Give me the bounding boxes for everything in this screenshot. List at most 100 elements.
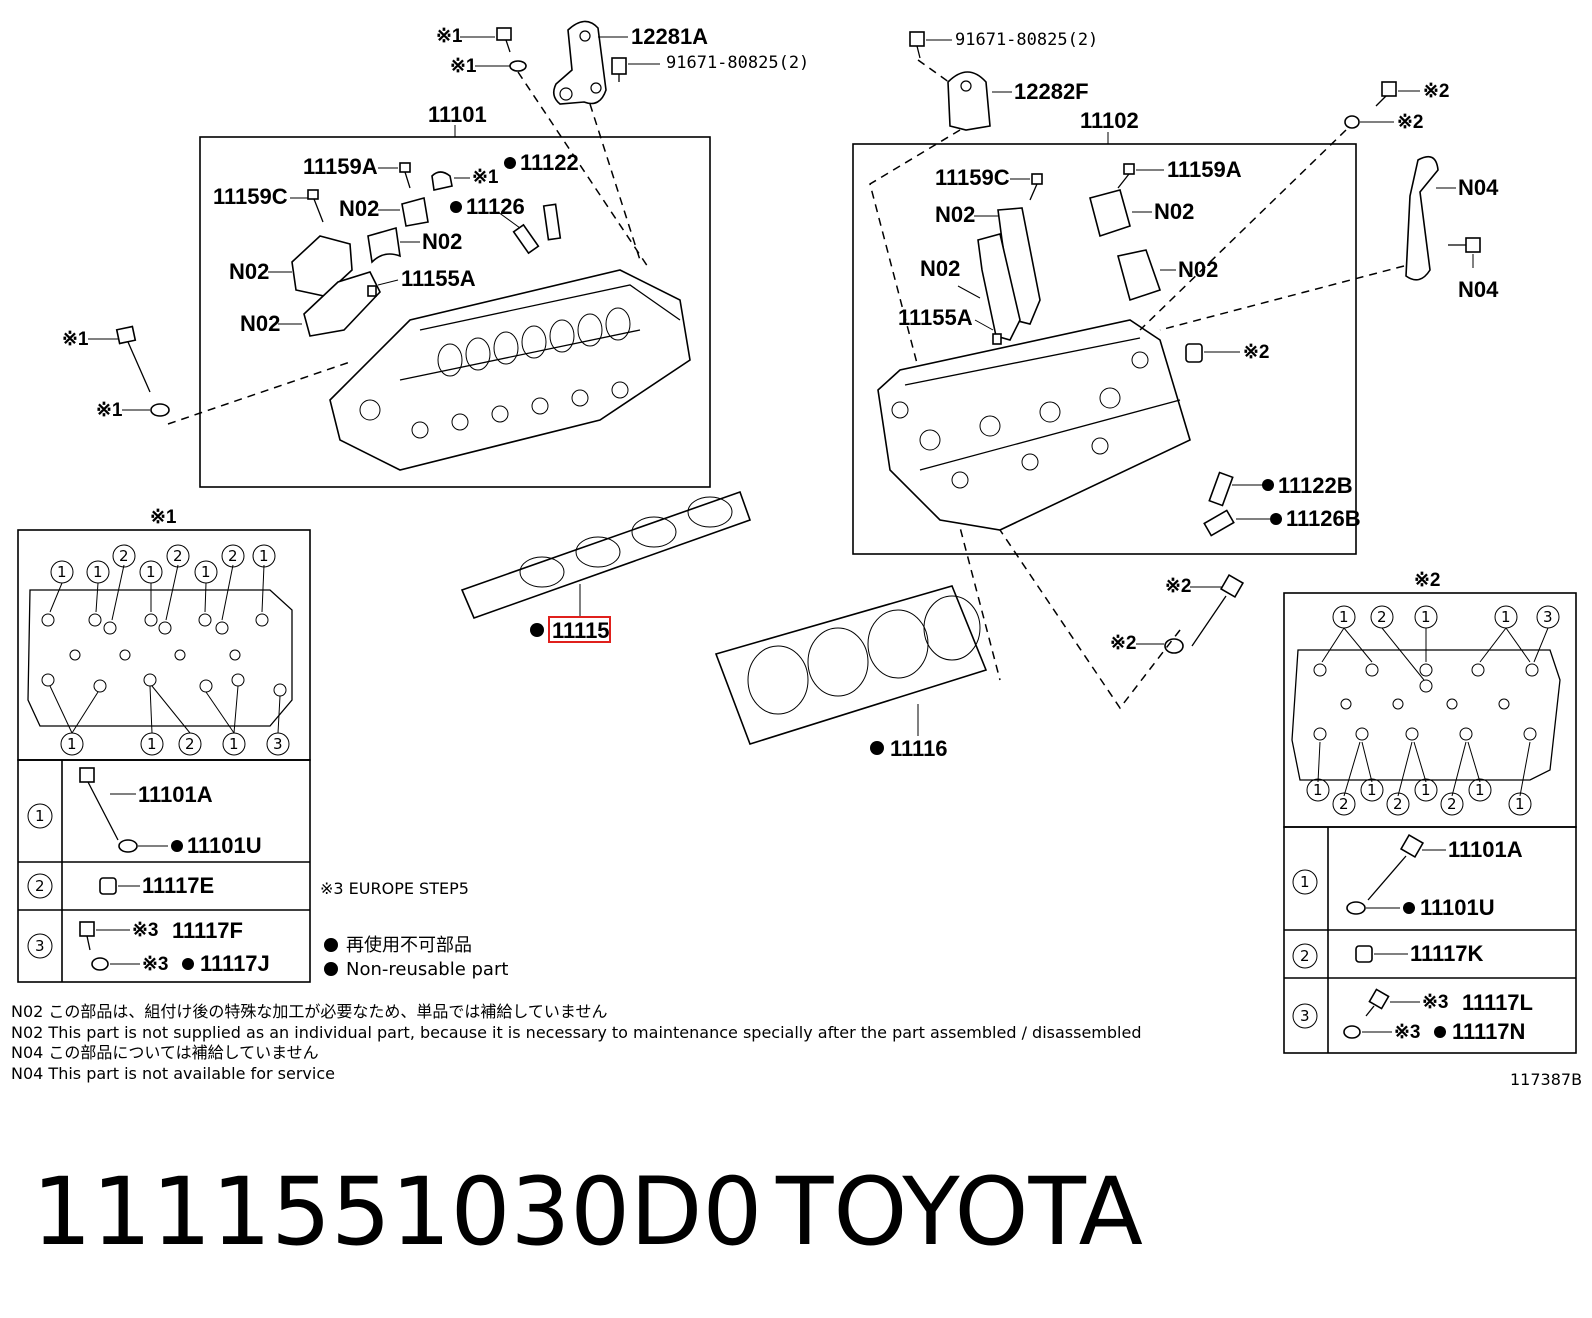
- label-11122[interactable]: 11122: [520, 150, 579, 175]
- label-12281a[interactable]: 12281A: [631, 24, 708, 49]
- footer-part-number: 1111551030D0: [32, 1158, 762, 1267]
- panel-2-label-11117n[interactable]: 11117N: [1452, 1019, 1525, 1044]
- footer-brand: TOYOTA: [775, 1158, 1143, 1267]
- head-washer-icon: [150, 403, 170, 417]
- label-n02-left-b[interactable]: N02: [422, 229, 462, 254]
- label-n02-left-c[interactable]: N02: [229, 259, 269, 284]
- bolt-11159a-right-icon: [1117, 163, 1135, 189]
- note-n02-ja: N02 この部品は、組付け後の特殊な加工が必要なため、単品では補給していません: [11, 1002, 607, 1021]
- ref-2-headbolt: ※2: [1165, 576, 1192, 597]
- svg-text:2: 2: [228, 547, 238, 565]
- head-gasket-11115: [460, 490, 752, 620]
- svg-text:1: 1: [147, 735, 157, 753]
- ref-1-bolt: ※1: [436, 26, 463, 47]
- label-11155a-left[interactable]: 11155A: [401, 266, 476, 291]
- camshaft-plug-icon: [512, 203, 562, 255]
- ref-1-headbolt: ※1: [62, 329, 89, 350]
- label-n02-left-a[interactable]: N02: [339, 196, 379, 221]
- left-cylinder-head: [329, 269, 691, 471]
- label-n02-right-a[interactable]: N02: [935, 202, 975, 227]
- label-11159a-left[interactable]: 11159A: [303, 154, 378, 179]
- panel-2-bolt-icon: [1346, 833, 1425, 915]
- label-11159c-right[interactable]: 11159C: [935, 165, 1010, 190]
- right-cylinder-head: [877, 319, 1191, 531]
- panel-1-label-11117e[interactable]: 11117E: [142, 873, 214, 898]
- label-11101[interactable]: 11101: [428, 102, 487, 127]
- label-11102[interactable]: 11102: [1080, 108, 1139, 133]
- svg-text:1: 1: [229, 735, 239, 753]
- label-11116[interactable]: 11116: [890, 736, 948, 761]
- legend-en: Non-reusable part: [346, 959, 508, 980]
- label-11126b[interactable]: 11126B: [1286, 506, 1361, 531]
- ref-2-plug: ※2: [1243, 342, 1270, 363]
- label-n02-left-d[interactable]: N02: [240, 311, 280, 336]
- panel-1-plug-icon: [99, 877, 117, 895]
- panel-2-label-11101a[interactable]: 11101A: [1448, 837, 1523, 862]
- legend-dot-ja: [324, 938, 338, 952]
- label-11126[interactable]: 11126: [466, 194, 525, 219]
- panel-1-title: ※1: [150, 507, 177, 528]
- label-91671-80825-right[interactable]: 91671-80825(2): [955, 30, 1098, 50]
- camshaft-plug-right-icon: [1203, 471, 1235, 537]
- svg-text:2: 2: [185, 735, 195, 753]
- head-bolt-right-icon: [1191, 573, 1245, 647]
- panel-2-circled-numbers: 1 2 1 1 3 1 2 1 2 1 2 1 1 1 2 3: [1292, 605, 1560, 1029]
- bracket-bolt-icon: [611, 57, 627, 82]
- label-n02-right-c[interactable]: N02: [920, 256, 960, 281]
- svg-text:1: 1: [1475, 781, 1485, 799]
- svg-text:3: 3: [35, 937, 45, 955]
- panel-2-title: ※2: [1414, 570, 1441, 591]
- panel-1-bolt-holes: [41, 613, 287, 697]
- ref-1-washer: ※1: [450, 56, 477, 77]
- svg-text:1: 1: [1313, 781, 1323, 799]
- cam-cap-right-c: [977, 233, 1021, 341]
- legend-ja: 再使用不可部品: [346, 935, 472, 956]
- svg-text:1: 1: [1515, 795, 1525, 813]
- label-11159a-right[interactable]: 11159A: [1167, 157, 1242, 182]
- head-bolt-icon: [115, 325, 151, 393]
- dowel-pin-icon: [367, 285, 377, 297]
- panel-1-label-11117f[interactable]: 11117F: [172, 918, 243, 943]
- cam-cap-top-icon: [431, 171, 453, 191]
- panel-1-label-11101u[interactable]: 11101U: [187, 833, 262, 858]
- ref-1-cap: ※1: [472, 167, 499, 188]
- bolt-11159c-icon: [307, 189, 324, 223]
- panel-1-label-11117j[interactable]: 11117J: [200, 951, 270, 976]
- label-11122b[interactable]: 11122B: [1278, 473, 1353, 498]
- label-91671-80825-left[interactable]: 91671-80825(2): [666, 53, 809, 73]
- svg-text:1: 1: [1300, 873, 1310, 891]
- panel-1-bolt-icon: [79, 767, 138, 853]
- svg-text:1: 1: [35, 807, 45, 825]
- svg-text:1: 1: [1501, 608, 1511, 626]
- svg-text:1: 1: [1339, 608, 1349, 626]
- panel-1-circled-numbers: 1 1 2 1 2 1 2 1 1 1 2 1 3 1 2 3: [27, 544, 290, 959]
- panel-1-small-bolt-icon: [79, 921, 109, 971]
- cam-cap-n02-b: [367, 226, 401, 264]
- label-n04-b[interactable]: N04: [1458, 277, 1499, 302]
- washer-ref2-icon: [1344, 115, 1360, 129]
- svg-text:2: 2: [1447, 795, 1457, 813]
- svg-text:1: 1: [67, 735, 77, 753]
- cam-cap-right-b: [1089, 189, 1131, 238]
- washer-icon: [509, 60, 527, 72]
- small-bolt-icon: [496, 27, 512, 53]
- panel-2-label-11117l[interactable]: 11117L: [1462, 990, 1533, 1015]
- label-11159c-left[interactable]: 11159C: [213, 184, 288, 209]
- label-11155a-right[interactable]: 11155A: [898, 305, 973, 330]
- dowel-pin-right-icon: [992, 333, 1002, 345]
- svg-text:2: 2: [119, 547, 129, 565]
- label-11115-highlighted[interactable]: 11115: [552, 618, 610, 643]
- label-12282f[interactable]: 12282F: [1014, 79, 1089, 104]
- svg-text:2: 2: [1393, 795, 1403, 813]
- svg-text:1: 1: [93, 563, 103, 581]
- engine-hanger-n04: [1405, 155, 1439, 281]
- ref-2-bolt: ※2: [1423, 81, 1450, 102]
- cam-cap-n02-c: [291, 235, 353, 297]
- panel-2-label-11117k[interactable]: 11117K: [1410, 941, 1484, 966]
- plug-ref2-icon: [1185, 343, 1203, 363]
- panel-1-label-11101a[interactable]: 11101A: [138, 782, 213, 807]
- label-n02-right-b[interactable]: N02: [1154, 199, 1194, 224]
- panel-2-label-11101u[interactable]: 11101U: [1420, 895, 1495, 920]
- label-n04-a[interactable]: N04: [1458, 175, 1499, 200]
